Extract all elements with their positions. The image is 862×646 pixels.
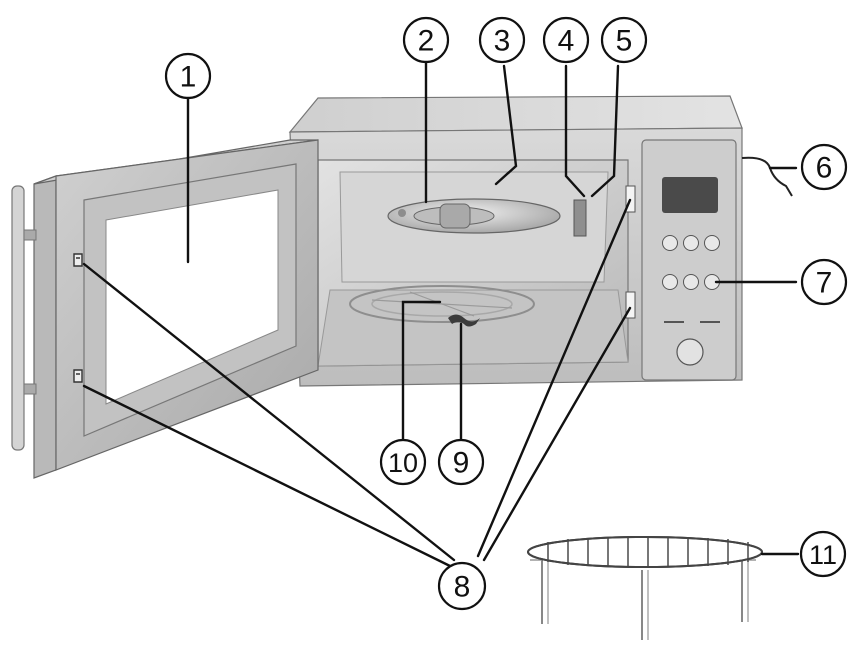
grill-rack: [527, 536, 763, 640]
power-cord: [741, 156, 793, 197]
callout-1-label: 1: [180, 61, 197, 94]
dial-knob: [676, 338, 704, 366]
grill-heating-element: [387, 198, 561, 234]
door-window-glass: [105, 189, 279, 405]
callout-6: 6: [800, 143, 848, 191]
callout-9: 9: [437, 438, 485, 486]
button: [683, 235, 699, 251]
latch-hole-lower: [625, 291, 636, 319]
display-window: [662, 177, 718, 213]
callout-3: 3: [478, 16, 526, 64]
callout-3-label: 3: [494, 25, 511, 58]
callout-10: 10: [379, 438, 427, 486]
callout-7-label: 7: [816, 267, 833, 300]
callout-11: 11: [799, 530, 847, 578]
waveguide-cover: [573, 199, 587, 237]
callout-7: 7: [800, 258, 848, 306]
button: [683, 274, 699, 290]
leader-3: [494, 64, 518, 186]
button: [662, 274, 678, 290]
leader-lines: [82, 64, 800, 568]
cavity-floor: [317, 289, 629, 367]
button: [704, 235, 720, 251]
button: [662, 235, 678, 251]
leader-8-frame-lower: [482, 306, 632, 562]
callout-10-label: 10: [388, 448, 418, 478]
top-panel: [288, 95, 743, 133]
callout-1: 1: [164, 52, 212, 100]
door-side-edge: [33, 175, 57, 479]
callout-4: 4: [542, 16, 590, 64]
door-latch-hook-upper: [73, 253, 83, 267]
callout-8-label: 8: [454, 571, 471, 604]
leader-4: [564, 64, 586, 198]
callout-8: 8: [437, 561, 487, 611]
door-hinge-bar: [11, 185, 25, 451]
callout-4-label: 4: [558, 25, 575, 58]
leader-10: [401, 300, 442, 442]
door-latch-hook-lower: [73, 369, 83, 383]
callout-9-label: 9: [453, 447, 470, 480]
leader-8-door-upper: [82, 262, 456, 562]
callout-6-label: 6: [816, 152, 833, 185]
leader-8-door-lower: [82, 384, 452, 568]
callout-5-label: 5: [616, 25, 633, 58]
leader-5: [590, 64, 620, 198]
callout-2-label: 2: [418, 25, 435, 58]
callout-2: 2: [402, 16, 450, 64]
control-panel-details: [662, 177, 720, 366]
turntable-drive-shaft: [448, 314, 480, 327]
callout-11-label: 11: [809, 540, 837, 570]
leader-8-frame-upper: [476, 198, 632, 558]
turntable-roller-ring: [349, 285, 535, 323]
callout-5: 5: [600, 16, 648, 64]
oven-door: [11, 139, 319, 479]
